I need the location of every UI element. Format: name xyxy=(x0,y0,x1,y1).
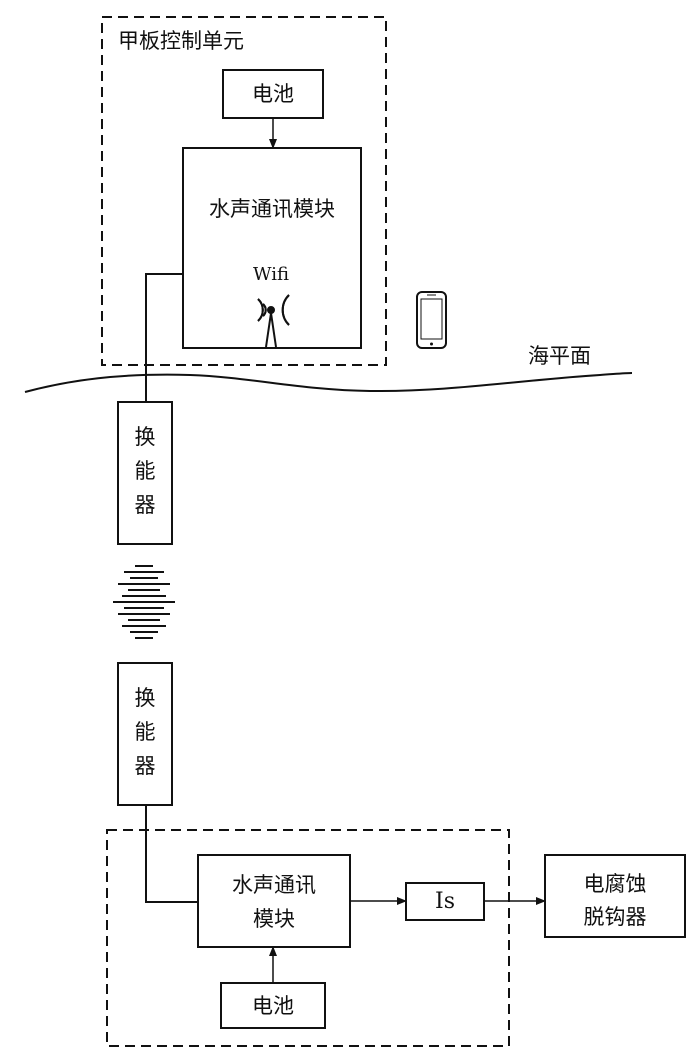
deck-battery-box: 电池 xyxy=(222,69,324,119)
sea-level-label: 海平面 xyxy=(528,344,591,368)
release-label-2: 脱钩器 xyxy=(584,905,647,929)
subsea-unit-group xyxy=(106,829,510,1047)
is-current-box: Is xyxy=(405,882,485,921)
subsea-acoustic-module-label-2: 模块 xyxy=(253,907,295,931)
subsea-cable xyxy=(145,805,198,903)
deck-control-unit-title: 甲板控制单元 xyxy=(118,29,244,53)
upper-transducer-box: 换 能 器 xyxy=(117,401,173,545)
deck-acoustic-module: 水声通讯模块 Wifi xyxy=(182,147,362,349)
lower-transducer-label-2: 能 xyxy=(135,720,156,744)
smartphone-icon xyxy=(416,291,447,349)
subsea-acoustic-module: 水声通讯 模块 xyxy=(197,854,351,948)
deck-cable xyxy=(145,273,183,402)
lower-transducer-box: 换 能 器 xyxy=(117,662,173,806)
wifi-antenna-icon xyxy=(257,294,290,348)
lower-transducer-label-1: 换 xyxy=(135,686,156,710)
lower-transducer-label-3: 器 xyxy=(135,754,156,778)
acoustic-wave-icon xyxy=(113,565,175,639)
deck-battery-label: 电池 xyxy=(252,82,294,106)
is-current-label: Is xyxy=(435,889,455,914)
wifi-label: Wifi xyxy=(253,264,289,285)
deck-acoustic-module-label: 水声通讯模块 xyxy=(209,197,335,221)
release-label-1: 电腐蚀 xyxy=(584,872,647,896)
electrocorrosion-release-box: 电腐蚀 脱钩器 xyxy=(544,854,686,938)
upper-transducer-label-3: 器 xyxy=(135,493,156,517)
subsea-acoustic-module-label-1: 水声通讯 xyxy=(232,873,316,897)
upper-transducer-label-2: 能 xyxy=(135,459,156,483)
upper-transducer-label-1: 换 xyxy=(135,425,156,449)
sea-level-line xyxy=(24,372,633,393)
subsea-battery-box: 电池 xyxy=(220,982,326,1029)
deck-control-unit-group xyxy=(101,16,387,366)
subsea-battery-label: 电池 xyxy=(252,994,294,1018)
